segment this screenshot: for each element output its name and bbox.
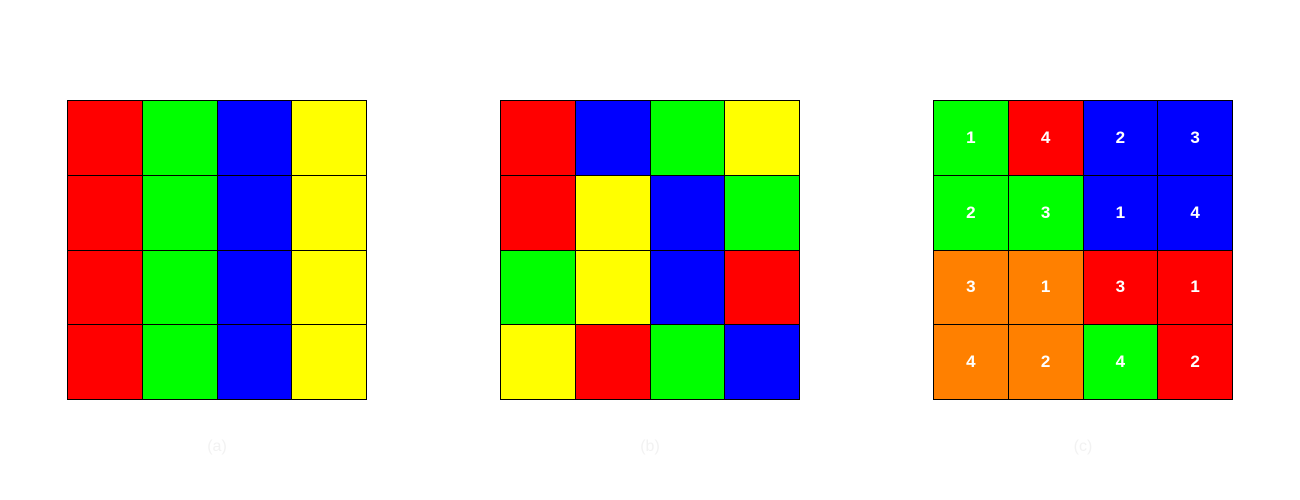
grid-cell (142, 325, 218, 400)
grid-cell (292, 325, 367, 400)
grid-cell: 3 (934, 250, 1009, 326)
grid-cell: 1 (1158, 250, 1233, 326)
grid-cell (501, 250, 576, 326)
grid-cell (725, 250, 800, 326)
grid-cell (650, 175, 726, 251)
grid-cell (575, 250, 651, 326)
grid-cell: 3 (1158, 101, 1233, 176)
grid-cell (142, 175, 218, 251)
grid-cell: 4 (1008, 101, 1084, 176)
grid-cell: 2 (934, 175, 1009, 251)
grid-cell: 1 (1083, 175, 1159, 251)
grid-cell (650, 101, 726, 176)
grid-cell: 2 (1008, 325, 1084, 400)
grid-cell: 4 (934, 325, 1009, 400)
grid-a (67, 100, 367, 400)
grid-cell: 3 (1083, 250, 1159, 326)
grid-cell: 2 (1158, 325, 1233, 400)
grid-cell (501, 175, 576, 251)
grid-cell (217, 175, 293, 251)
grid-cell (217, 101, 293, 176)
grid-cell: 3 (1008, 175, 1084, 251)
grid-cell (575, 325, 651, 400)
grid-cell (575, 175, 651, 251)
grid-cell: 1 (1008, 250, 1084, 326)
grid-cell (217, 250, 293, 326)
grid-cell: 4 (1083, 325, 1159, 400)
grid-cell: 4 (1158, 175, 1233, 251)
grid-cell (68, 175, 143, 251)
grid-cell (501, 325, 576, 400)
grid-cell (650, 325, 726, 400)
grid-cell (725, 325, 800, 400)
grid-cell (142, 250, 218, 326)
grid-cell: 1 (934, 101, 1009, 176)
grid-cell (292, 101, 367, 176)
grid-cell (725, 101, 800, 176)
caption-c: (c) (1073, 438, 1093, 455)
grid-cell (575, 101, 651, 176)
caption-a: (a) (207, 438, 227, 455)
grid-cell (292, 250, 367, 326)
grid-b (500, 100, 800, 400)
grid-cell (292, 175, 367, 251)
grid-cell (725, 175, 800, 251)
grid-cell (68, 325, 143, 400)
grid-cell (501, 101, 576, 176)
grid-cell: 2 (1083, 101, 1159, 176)
grid-cell (68, 101, 143, 176)
grid-cell (650, 250, 726, 326)
grid-cell (142, 101, 218, 176)
grid-cell (217, 325, 293, 400)
grid-cell (68, 250, 143, 326)
caption-b: (b) (640, 438, 660, 455)
